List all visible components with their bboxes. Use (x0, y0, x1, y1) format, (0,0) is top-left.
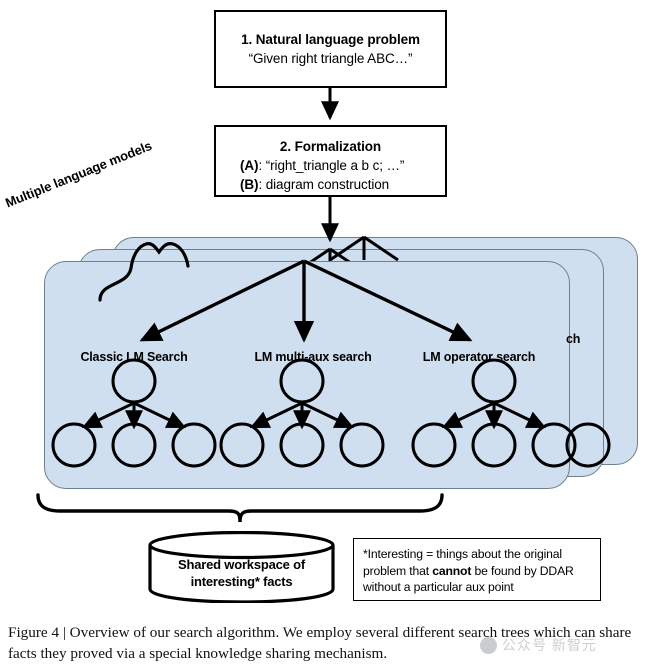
curly-brace-to-shared-workspace (36, 493, 444, 523)
tree-label-hidden-back: ch (566, 332, 581, 346)
footnote-emphasis: cannot (432, 563, 472, 578)
footnote-text: *Interesting = things about the original… (363, 546, 591, 596)
tree3-leaf-node-2 (471, 422, 517, 468)
arrow-to-classic-lm-search (139, 259, 305, 342)
tree1-root-node (111, 358, 157, 404)
arrow-to-lm-operator-search (303, 259, 473, 342)
back-fan-2 (329, 235, 399, 262)
tree3-leaf-node-3 (531, 422, 577, 468)
footnote-box: *Interesting = things about the original… (353, 538, 601, 601)
formalization-line-a-text: : “right_triangle a b c; …” (258, 158, 405, 173)
formalization-line-a: (A): “right_triangle a b c; …” (240, 156, 445, 175)
figure-caption: Figure 4 | Overview of our search algori… (8, 624, 632, 662)
tree2-root-node (279, 358, 325, 404)
tree-leaf-node-hidden (565, 422, 611, 468)
tree3-root-node (471, 358, 517, 404)
tree-label-classic-lm-search: Classic LM Search (80, 350, 188, 364)
formalization-line-b: (B): diagram construction (240, 175, 445, 194)
tree2-leaf-node-2 (279, 422, 325, 468)
step-formalization-box: 2. Formalization (A): “right_triangle a … (214, 125, 447, 197)
step-formalization-title: 2. Formalization (279, 139, 382, 154)
formalization-line-a-label: (A) (240, 158, 259, 173)
shared-workspace-line-1: Shared workspace of (178, 557, 305, 572)
tree2-edge-right (301, 401, 355, 429)
footnote-part-2: be found by DDAR without a particular au… (363, 563, 574, 595)
formalization-line-b-text: : diagram construction (258, 177, 390, 192)
shared-workspace-line-2: interesting* facts (190, 574, 293, 589)
shared-workspace-label: Shared workspace of interesting* facts (148, 556, 335, 590)
search-tree-panel-front (44, 261, 570, 489)
tree3-leaf-node-1 (411, 422, 457, 468)
formalization-line-b-label: (B) (240, 177, 259, 192)
front-fan-arrows (139, 259, 473, 343)
tree2-edge-left (249, 401, 303, 429)
tree2-leaf-node-1 (219, 422, 265, 468)
cylinder-body (148, 545, 335, 603)
shared-workspace-cylinder (148, 531, 335, 603)
tree1-leaf-node-1 (51, 422, 97, 468)
search-tree-lm-multi-aux (219, 358, 385, 468)
step-natural-language-example: “Given right triangle ABC…” (248, 51, 413, 66)
search-tree-classic-lm (51, 358, 217, 468)
curly-brace-multiple-language-models (98, 242, 190, 302)
tree1-edge-left (81, 401, 135, 429)
tree1-leaf-node-2 (111, 422, 157, 468)
step-natural-language-title: 1. Natural language problem (241, 32, 420, 47)
tree1-edge-right (133, 401, 187, 429)
cylinder-top-ellipse (148, 531, 335, 560)
tree3-edge-right (493, 401, 547, 429)
tree-label-lm-multi-aux-search: LM multi-aux search (254, 350, 372, 364)
search-tree-lm-operator (411, 358, 577, 468)
step-formalization-lines: (A): “right_triangle a b c; …” (B): diag… (216, 156, 445, 194)
step-natural-language-problem-box: 1. Natural language problem “Given right… (214, 10, 447, 88)
footnote-part-1: *Interesting = things about the original… (363, 547, 562, 578)
tree3-edge-left (441, 401, 495, 429)
tree-label-lm-operator-search: LM operator search (422, 350, 536, 364)
tree1-leaf-node-3 (171, 422, 217, 468)
tree2-leaf-node-3 (339, 422, 385, 468)
